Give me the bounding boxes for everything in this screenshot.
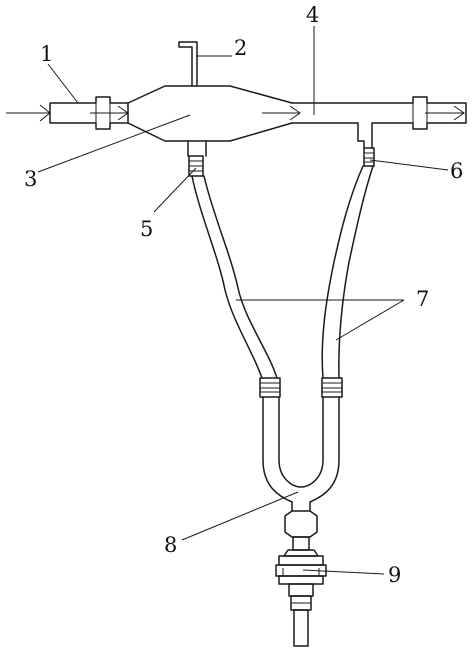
- leader-9: [302, 569, 385, 575]
- outlet-left: [187, 140, 207, 157]
- clamp-left: [188, 155, 204, 177]
- leader-5: [153, 167, 197, 213]
- outlet-right: [357, 122, 373, 149]
- leader-8: [181, 491, 299, 541]
- part-labels: 1 2 3 4 5 6 7 8 9: [24, 3, 463, 587]
- label-4: 4: [306, 3, 319, 27]
- leader-7b: [335, 299, 405, 341]
- valve-assembly: [275, 510, 327, 647]
- hose-left: [191, 175, 278, 379]
- clamp-right: [363, 147, 375, 167]
- flow-arrow-inlet: [6, 104, 51, 122]
- leader-6: [369, 159, 449, 171]
- label-9: 9: [388, 563, 401, 587]
- flow-arrow-inlet-pipe: [90, 105, 129, 121]
- u-tube: [262, 396, 340, 512]
- label-5: 5: [140, 217, 153, 241]
- leader-3: [37, 114, 191, 173]
- vertical-rod: [178, 41, 198, 87]
- leader-lines: [37, 26, 449, 575]
- label-1: 1: [40, 42, 53, 66]
- hose-coupling-right: [321, 377, 343, 398]
- label-2: 2: [234, 36, 247, 60]
- label-6: 6: [450, 159, 463, 183]
- hose-coupling-left: [259, 377, 281, 398]
- hose-right: [321, 165, 374, 379]
- label-3: 3: [24, 167, 37, 191]
- flow-arrow-outlet: [425, 105, 465, 121]
- label-8: 8: [164, 533, 177, 557]
- flow-arrow-chamber: [262, 105, 301, 121]
- leader-1: [47, 63, 79, 104]
- label-7: 7: [416, 287, 429, 311]
